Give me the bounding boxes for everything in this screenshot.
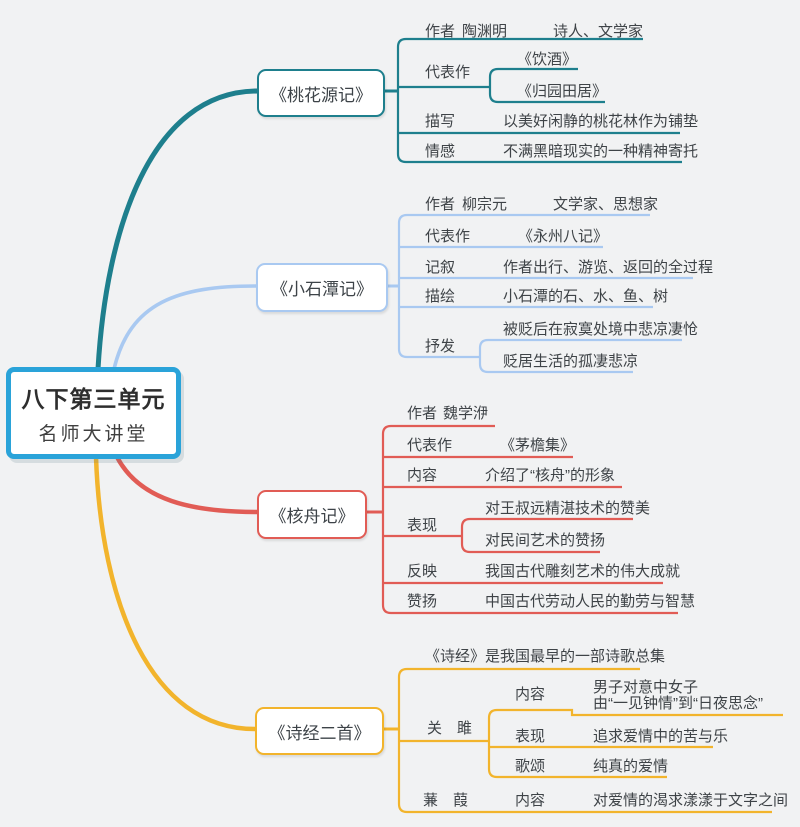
- b3-reflect-value[interactable]: 我国古代雕刻艺术的伟大成就: [485, 563, 681, 580]
- b4-guanju-praise-label[interactable]: 歌颂: [515, 758, 546, 775]
- b1-describe-label[interactable]: 描写: [425, 113, 456, 130]
- topic-xiaoshitanji[interactable]: 《小石潭记》: [256, 263, 388, 312]
- b4-intro[interactable]: 《诗经》是我国最早的一部诗歌总集: [425, 648, 666, 665]
- curve-branch-4: [93, 454, 258, 732]
- b2-works-label[interactable]: 代表作: [425, 228, 471, 245]
- central-subtitle: 名师大讲堂: [38, 423, 149, 445]
- b4-guanju-content-line1: 男子对意中女子: [593, 679, 699, 696]
- topic-taohuayuanji-label: 《桃花源记》: [270, 85, 372, 105]
- b4-guanju-show-value[interactable]: 追求爱情中的苦与乐: [593, 728, 729, 745]
- b1-author-name[interactable]: 陶渊明: [462, 23, 508, 40]
- b2-author-label[interactable]: 作者: [425, 196, 456, 213]
- b3-author-label[interactable]: 作者: [407, 405, 438, 422]
- b3-content-label[interactable]: 内容: [407, 467, 438, 484]
- branch-1-lines: [381, 37, 682, 164]
- b2-narrate-label[interactable]: 记叙: [425, 259, 456, 276]
- branch-3-lines: [363, 424, 678, 615]
- b2-author-desc[interactable]: 文学家、思想家: [553, 196, 659, 213]
- topic-hezhouji[interactable]: 《核舟记》: [257, 490, 367, 539]
- central-title: 八下第三单元: [21, 386, 166, 412]
- b4-guanju-content-value[interactable]: 男子对意中女子 由“一见钟情”到“日夜思念”: [593, 680, 763, 712]
- b2-depict-label[interactable]: 描绘: [425, 288, 456, 305]
- b3-works-label[interactable]: 代表作: [407, 437, 453, 454]
- b4-jianjia-content-value[interactable]: 对爱情的渴求漾漾于文字之间: [593, 792, 789, 809]
- b4-guanju-show-label[interactable]: 表现: [515, 728, 546, 745]
- branch-2-lines: [384, 213, 693, 374]
- b4-jianjia-label[interactable]: 蒹 葭: [423, 792, 469, 809]
- b3-show-value-1[interactable]: 对王叔远精湛技术的赞美: [485, 500, 651, 517]
- b1-emotion-label[interactable]: 情感: [425, 143, 456, 160]
- b3-praise-value[interactable]: 中国古代劳动人民的勤劳与智慧: [485, 593, 696, 610]
- b4-guanju-praise-value[interactable]: 纯真的爱情: [593, 758, 669, 775]
- b3-show-label[interactable]: 表现: [407, 517, 438, 534]
- b1-author-label[interactable]: 作者: [425, 23, 456, 40]
- b2-author-name[interactable]: 柳宗元: [462, 196, 508, 213]
- b2-express-value-2[interactable]: 贬居生活的孤凄悲凉: [503, 353, 639, 370]
- b3-show-value-2[interactable]: 对民间艺术的赞扬: [485, 532, 606, 549]
- topic-shijingershou[interactable]: 《诗经二首》: [255, 707, 384, 755]
- b4-guanju-content-label[interactable]: 内容: [515, 686, 546, 703]
- curve-branch-3: [114, 454, 260, 515]
- b3-works-value[interactable]: 《茅檐集》: [500, 437, 576, 454]
- b1-work-2[interactable]: 《归园田居》: [517, 83, 608, 100]
- b3-praise-label[interactable]: 赞扬: [407, 593, 438, 610]
- b1-describe-value[interactable]: 以美好闲静的桃花林作为铺垫: [503, 113, 699, 130]
- b1-author-desc[interactable]: 诗人、文学家: [553, 23, 644, 40]
- b1-emotion-value[interactable]: 不满黑暗现实的一种精神寄托: [503, 143, 699, 160]
- b4-guanju-content-line2: 由“一见钟情”到“日夜思念”: [593, 695, 763, 712]
- b2-depict-value[interactable]: 小石潭的石、水、鱼、树: [503, 288, 669, 305]
- b4-guanju-label[interactable]: 关 雎: [427, 720, 473, 737]
- topic-hezhouji-label: 《核舟记》: [269, 507, 355, 526]
- b2-express-label[interactable]: 抒发: [425, 338, 456, 355]
- curve-branch-2: [112, 284, 258, 371]
- b2-works-value[interactable]: 《永州八记》: [518, 228, 609, 245]
- curve-branch-1: [95, 88, 261, 372]
- b3-content-value[interactable]: 介绍了“核舟”的形象: [485, 467, 615, 484]
- topic-xiaoshitanji-label: 《小石潭记》: [271, 280, 373, 299]
- b1-works-label[interactable]: 代表作: [425, 64, 471, 81]
- b3-author-name[interactable]: 魏学洢: [443, 405, 489, 422]
- b4-jianjia-content-label[interactable]: 内容: [515, 792, 546, 809]
- b1-work-1[interactable]: 《饮酒》: [517, 51, 578, 68]
- central-topic[interactable]: 八下第三单元 名师大讲堂: [6, 367, 181, 459]
- b3-reflect-label[interactable]: 反映: [407, 563, 438, 580]
- topic-taohuayuanji[interactable]: 《桃花源记》: [257, 69, 385, 117]
- topic-shijingershou-label: 《诗经二首》: [268, 723, 371, 743]
- b2-express-value-1[interactable]: 被贬后在寂寞处境中悲凉凄怆: [503, 321, 699, 338]
- b2-narrate-value[interactable]: 作者出行、游览、返回的全过程: [503, 259, 714, 276]
- branch-4-lines: [380, 667, 783, 814]
